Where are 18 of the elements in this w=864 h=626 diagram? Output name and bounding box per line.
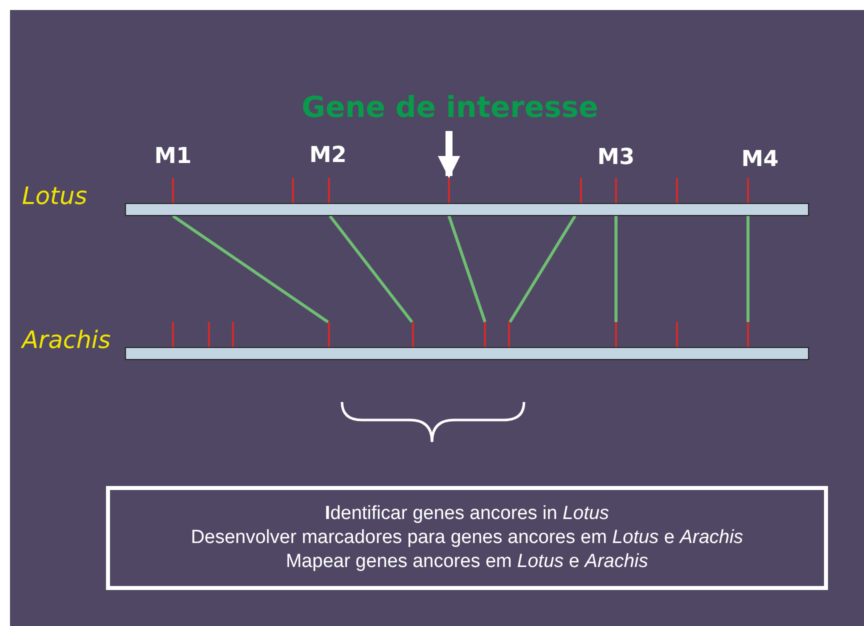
- connector-line: [508, 215, 576, 323]
- species-label: Arachis: [22, 326, 111, 354]
- marker-label: M1: [154, 144, 192, 169]
- connector-line: [614, 216, 618, 322]
- text-line: Mapear genes ancores em Lotus e Arachis: [286, 550, 648, 574]
- connector-line: [448, 216, 486, 322]
- connector-line: [172, 214, 329, 324]
- connector-line: [746, 216, 750, 322]
- arrow: [438, 131, 460, 178]
- species-label: Lotus: [22, 182, 88, 210]
- text-line: Desenvolver marcadores para genes ancores em Lotus e Arachis: [190, 526, 744, 550]
- marker-label: M4: [741, 147, 779, 172]
- text-line: Identificar genes ancores in Lotus: [324, 502, 610, 526]
- connector-line: [328, 215, 414, 323]
- marker-label: M2: [309, 143, 347, 168]
- gene-label: Gene de interesse: [302, 90, 598, 124]
- marker-label: M3: [597, 145, 635, 170]
- text-box: [106, 486, 828, 590]
